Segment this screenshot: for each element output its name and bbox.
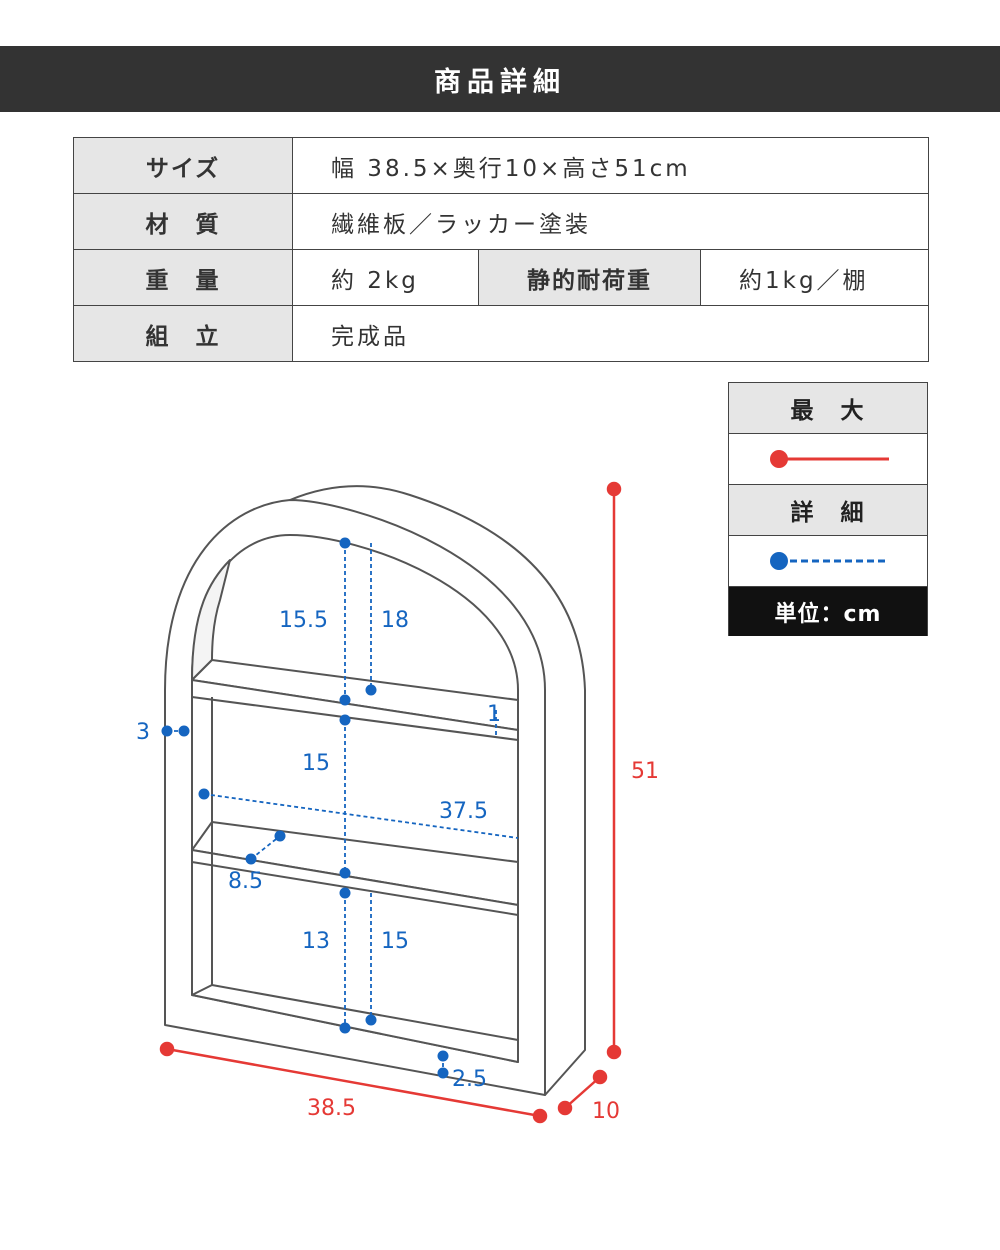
spec-row-assembly: 組 立 完成品 <box>73 305 930 362</box>
spec-row-weight: 重 量 約 2kg 静的耐荷重 約1kg／棚 <box>73 249 930 306</box>
legend-max-line <box>729 434 927 485</box>
spec-label-assembly: 組 立 <box>73 305 293 362</box>
spec-label-weight: 重 量 <box>73 249 293 306</box>
legend-unit: 単位：cm <box>729 587 927 636</box>
dim-inner-width: 37.5 <box>439 799 488 824</box>
dim-bottom-frame: 2.5 <box>452 1067 487 1092</box>
detail-dimension-lines <box>167 543 519 1073</box>
dim-middle-space: 15 <box>302 751 330 776</box>
spec-label-load: 静的耐荷重 <box>478 249 701 306</box>
dim-top-space-front: 15.5 <box>279 608 328 633</box>
dim-overall-depth: 10 <box>592 1099 620 1124</box>
legend-detail-line-icon <box>770 552 889 570</box>
dimension-legend: 最 大 詳 細 単位：cm <box>728 382 928 636</box>
detail-dimension-points <box>161 537 449 1079</box>
spec-value-assembly: 完成品 <box>291 305 930 362</box>
spec-row-material: 材 質 繊維板／ラッカー塗装 <box>73 193 930 250</box>
section-title-banner: 商品詳細 <box>0 46 1000 112</box>
spec-row-size: サイズ 幅 38.5×奥行10×高さ51cm <box>73 137 930 194</box>
arch-shelf-drawing <box>164 485 586 1096</box>
legend-detail-line <box>729 536 927 587</box>
dim-overall-width: 38.5 <box>307 1096 356 1121</box>
dim-bottom-space-front: 13 <box>302 929 330 954</box>
spec-table: サイズ 幅 38.5×奥行10×高さ51cm 材 質 繊維板／ラッカー塗装 重 … <box>73 137 930 362</box>
max-dimension-lines <box>159 481 622 1124</box>
dim-frame-thickness: 3 <box>136 720 150 745</box>
legend-max-label: 最 大 <box>729 383 927 434</box>
spec-value-load: 約1kg／棚 <box>699 249 930 306</box>
dim-shelf-depth: 8.5 <box>228 869 263 894</box>
spec-value-size: 幅 38.5×奥行10×高さ51cm <box>291 137 930 194</box>
section-title: 商品詳細 <box>434 66 566 98</box>
dim-shelf-thickness: 1 <box>487 702 501 727</box>
spec-value-material: 繊維板／ラッカー塗装 <box>291 193 930 250</box>
legend-detail-label: 詳 細 <box>729 485 927 536</box>
spec-value-weight: 約 2kg <box>292 249 479 306</box>
dim-overall-height: 51 <box>631 759 659 784</box>
legend-max-line-icon <box>770 450 889 468</box>
dim-top-space-back: 18 <box>381 608 409 633</box>
dim-bottom-space-back: 15 <box>381 929 409 954</box>
